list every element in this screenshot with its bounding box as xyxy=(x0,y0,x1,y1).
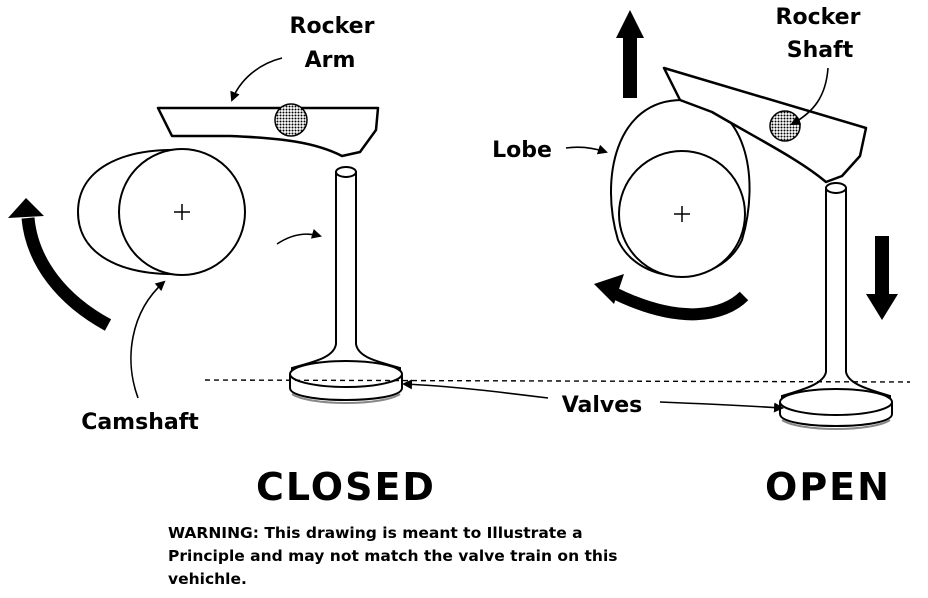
valves-label: Valves xyxy=(562,393,643,418)
lobe-pointer xyxy=(565,144,608,155)
down-arrow xyxy=(866,236,898,320)
closed-rotation-arrow xyxy=(8,198,112,331)
rocker-arm-label-line2: Arm xyxy=(305,48,356,73)
open-camshaft-lobe xyxy=(610,98,751,278)
rocker-arm-pointer xyxy=(230,57,283,102)
camshaft-pointer xyxy=(130,280,166,399)
warning-note: WARNING: This drawing is meant to Illust… xyxy=(168,522,728,591)
open-rotation-arrow xyxy=(594,274,749,321)
closed-label: CLOSED xyxy=(256,465,436,509)
rocker-arm-label-line1: Rocker xyxy=(290,14,375,39)
closed-rocker-shaft xyxy=(274,103,308,137)
closed-valve-pointer xyxy=(276,228,322,245)
warning-line-1: WARNING: This drawing is meant to Illust… xyxy=(168,524,583,542)
warning-line-3: vehichle. xyxy=(168,570,247,588)
valves-left-pointer xyxy=(402,379,549,399)
open-assembly xyxy=(594,10,898,430)
lobe-label: Lobe xyxy=(492,138,552,163)
up-arrow xyxy=(616,10,644,98)
closed-camshaft-lobe xyxy=(76,148,246,276)
closed-assembly xyxy=(8,103,403,404)
valves-right-pointer xyxy=(659,401,784,413)
open-label: OPEN xyxy=(765,465,891,509)
open-valve xyxy=(779,182,893,430)
rocker-shaft-pointer xyxy=(790,67,829,125)
rocker-shaft-label-line1: Rocker xyxy=(776,5,861,30)
closed-rocker-arm xyxy=(156,103,380,158)
camshaft-label: Camshaft xyxy=(81,410,199,435)
warning-line-2: Principle and may not match the valve tr… xyxy=(168,547,618,565)
valve-seat-line xyxy=(204,379,911,383)
rocker-shaft-label-line2: Shaft xyxy=(787,38,854,63)
closed-valve xyxy=(289,166,403,404)
open-rocker-shaft xyxy=(769,110,801,142)
